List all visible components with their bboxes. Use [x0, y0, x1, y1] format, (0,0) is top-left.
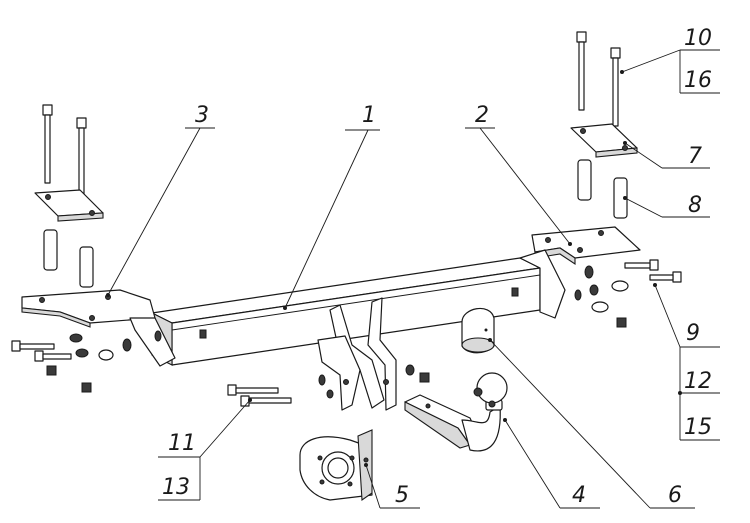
callout-16: 16: [684, 68, 712, 93]
leader-lines: [106, 49, 720, 509]
left-long-bolts: [42, 104, 87, 197]
center-bolts-hardware: [227, 364, 430, 407]
callout-1: 1: [362, 103, 376, 128]
right-long-bolts: [576, 31, 621, 127]
callout-3: 3: [195, 103, 209, 128]
left-side-bracket: [21, 289, 176, 367]
callout-15: 15: [684, 415, 712, 440]
callout-4: 4: [572, 483, 586, 508]
tow-ball-arm: [404, 372, 508, 452]
left-bolts-hardware: [11, 333, 114, 393]
left-spacer-tubes: [43, 229, 94, 288]
ball-cap: [461, 307, 495, 354]
right-spacer-tubes: [577, 159, 628, 219]
callout-numbers: 1 2 3 4 5 6 7 8 9 10 11 12 13 15 16: [162, 26, 712, 508]
callout-13: 13: [162, 475, 190, 500]
center-drop-brackets: [317, 297, 397, 411]
right-bolts-hardware: [584, 259, 682, 328]
callout-10: 10: [684, 26, 712, 51]
right-clamp-plate: [570, 123, 638, 158]
left-clamp-plate: [34, 189, 104, 222]
callout-2: 2: [475, 103, 489, 128]
callout-11: 11: [168, 431, 196, 456]
socket-plate: [299, 429, 373, 502]
right-side-bracket: [519, 226, 641, 319]
callout-5: 5: [395, 483, 409, 508]
callout-9: 9: [686, 321, 700, 346]
main-cross-beam: [151, 257, 541, 366]
callout-6: 6: [668, 483, 682, 508]
callout-12: 12: [684, 369, 712, 394]
callout-7: 7: [688, 144, 702, 169]
callout-8: 8: [688, 193, 702, 218]
